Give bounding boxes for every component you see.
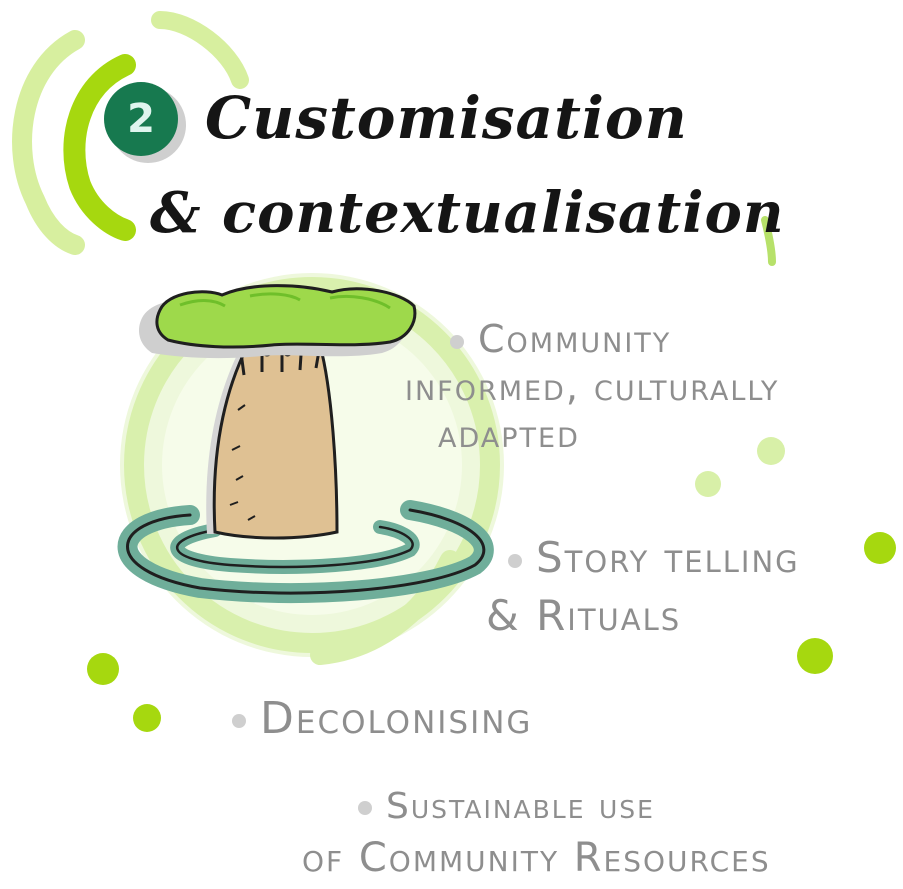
bullet-text: Community bbox=[478, 317, 672, 361]
bullet-dot-icon bbox=[508, 553, 522, 568]
title-line-2: & contextualisation bbox=[150, 180, 785, 246]
bullet-dot-icon bbox=[358, 801, 372, 815]
baobab-tree-icon bbox=[139, 284, 417, 540]
bullet-text: Decolonising bbox=[260, 693, 533, 744]
bullet-story-telling: Story telling & Rituals bbox=[486, 533, 800, 641]
bullet-dot-icon bbox=[232, 714, 246, 728]
badge-arcs-icon bbox=[12, 11, 776, 266]
bullet-community-informed: Community informed, culturally adapted bbox=[405, 317, 779, 457]
bullet-text: Story telling bbox=[536, 533, 800, 582]
bullet-text: of Community Resources bbox=[302, 835, 771, 882]
bullet-sustainable-use: Sustainable use of Community Resources bbox=[302, 786, 771, 881]
bullet-text: & Rituals bbox=[486, 591, 682, 641]
bullet-text: adapted bbox=[438, 412, 580, 457]
section-number: 2 bbox=[127, 96, 155, 142]
concentric-ripples-icon bbox=[117, 500, 494, 604]
title-line-1: Customisation bbox=[205, 84, 688, 152]
bullet-dot-icon bbox=[450, 334, 464, 349]
bullet-text: Sustainable use bbox=[386, 786, 655, 827]
bullet-text: informed, culturally bbox=[405, 364, 780, 409]
number-badge-icon bbox=[104, 82, 186, 163]
bullet-decolonising: Decolonising bbox=[232, 693, 533, 745]
decorative-dots bbox=[87, 437, 896, 732]
